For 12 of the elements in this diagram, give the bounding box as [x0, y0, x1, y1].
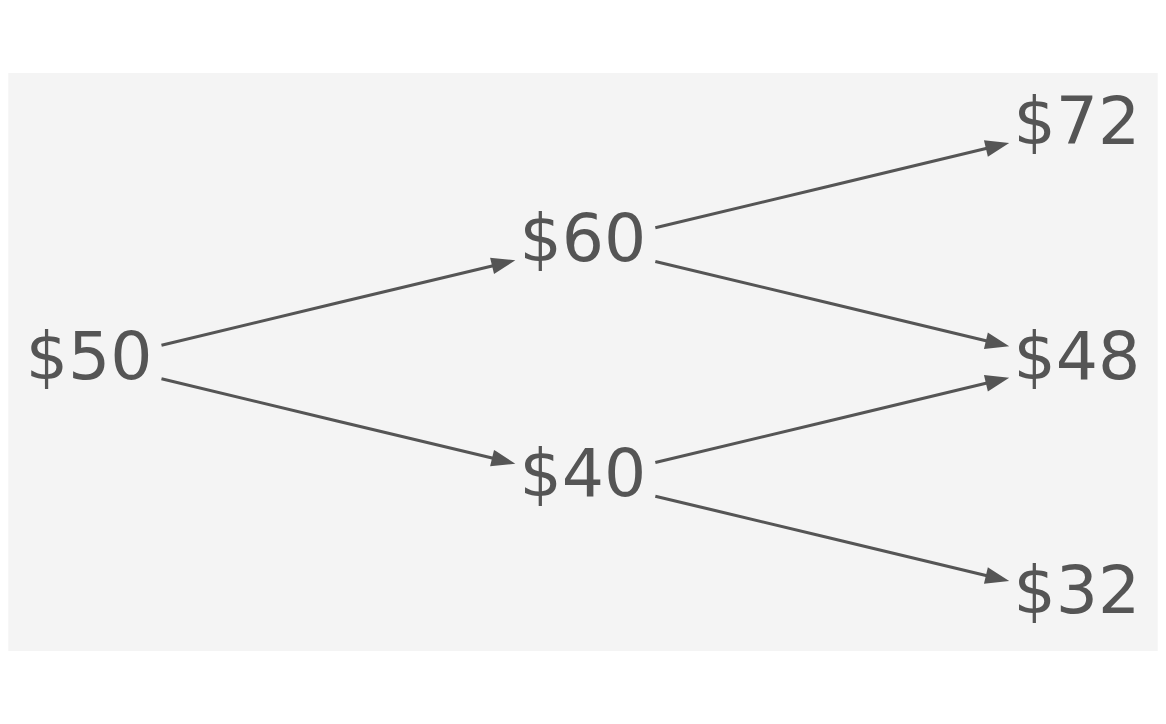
arrow	[654, 494, 1010, 584]
arrow	[654, 375, 1010, 465]
arrow	[654, 140, 1010, 230]
node-text: $60	[519, 199, 647, 278]
node-text: $50	[25, 316, 153, 395]
node-text: $72	[1013, 81, 1141, 160]
node-text: $32	[1013, 551, 1141, 630]
node-text: $40	[519, 433, 647, 512]
node-text: $48	[1013, 316, 1141, 395]
arrow	[654, 259, 1010, 349]
arrow	[161, 257, 516, 347]
arrow	[161, 377, 516, 467]
